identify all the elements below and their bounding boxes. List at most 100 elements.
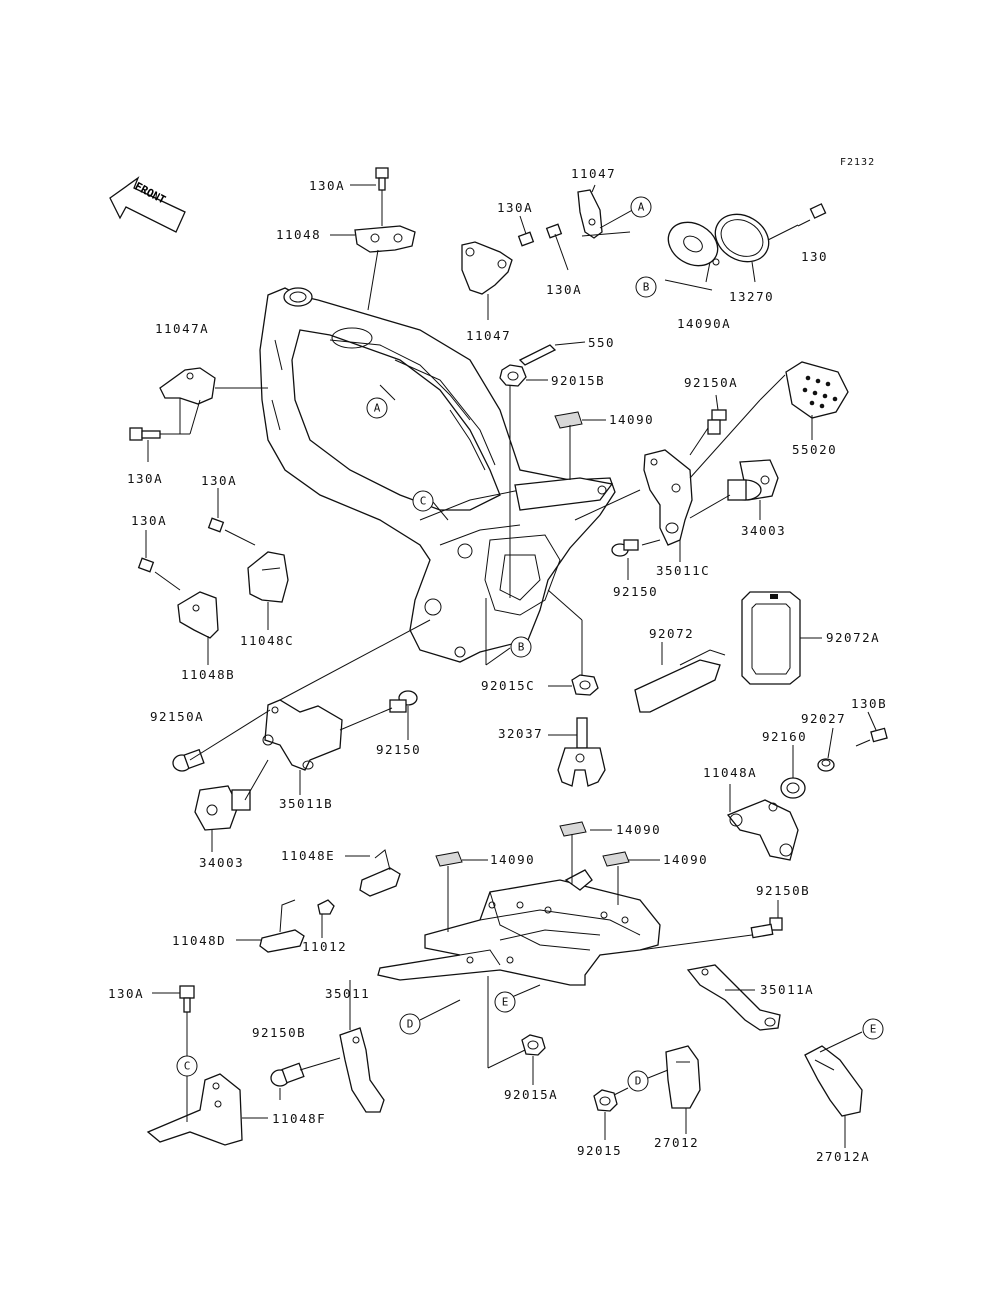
nut-92015c bbox=[571, 674, 599, 696]
damper-92160 bbox=[780, 777, 806, 799]
part-label: 13270 bbox=[729, 289, 774, 304]
bolt-130a-pair bbox=[517, 223, 563, 247]
ref-e-subframe-label: E bbox=[502, 996, 509, 1009]
cotter-pin-550 bbox=[518, 344, 557, 366]
clip-11048e bbox=[359, 849, 401, 897]
collar-92027 bbox=[817, 758, 835, 772]
ref-a-top-label: A bbox=[638, 201, 645, 214]
ref-circle-e-guard: E bbox=[862, 1018, 884, 1040]
part-label: 550 bbox=[588, 335, 615, 350]
part-label: 92027 bbox=[801, 711, 846, 726]
ref-c-bracket-label: C bbox=[184, 1060, 191, 1073]
bracket-11047-lower bbox=[461, 241, 513, 295]
cover-14090a bbox=[667, 221, 720, 267]
part-label: 11048B bbox=[181, 667, 235, 682]
part-label: 11047 bbox=[571, 166, 616, 181]
part-label: 92160 bbox=[762, 729, 807, 744]
ref-d-guard-label: D bbox=[635, 1075, 642, 1088]
ref-circle-c-frame: C bbox=[412, 490, 434, 512]
ref-circle-b-frame: B bbox=[510, 636, 532, 658]
bracket-11048a bbox=[726, 799, 799, 861]
part-label: 130A bbox=[127, 471, 163, 486]
part-label: 11047 bbox=[466, 328, 511, 343]
part-label: 14090 bbox=[609, 412, 654, 427]
bolt-130a-left-2 bbox=[207, 517, 225, 533]
part-label: 92015A bbox=[504, 1087, 558, 1102]
part-label: 14090A bbox=[677, 316, 731, 331]
part-label: 130 bbox=[801, 249, 828, 264]
strap-92072 bbox=[634, 649, 726, 713]
guard-27012 bbox=[665, 1045, 701, 1109]
ref-b-top-label: B bbox=[643, 281, 650, 294]
footrest-bracket-35011 bbox=[339, 1027, 385, 1113]
part-label: 92150 bbox=[376, 742, 421, 757]
part-label: 11048A bbox=[703, 765, 757, 780]
front-arrow-icon: FRONT bbox=[109, 176, 186, 233]
part-label: 11047A bbox=[155, 321, 209, 336]
footrest-bracket-35011a bbox=[686, 964, 781, 1031]
part-label: 55020 bbox=[792, 442, 837, 457]
nut-92015b bbox=[499, 364, 527, 387]
bracket-11048c bbox=[247, 551, 289, 603]
part-label: 92150A bbox=[150, 709, 204, 724]
part-label: 92072A bbox=[826, 630, 880, 645]
bolt-92150b-right bbox=[750, 917, 783, 939]
footrest-bracket-35011c bbox=[643, 449, 693, 546]
band-92072a bbox=[741, 591, 801, 685]
part-label: 14090 bbox=[616, 822, 661, 837]
damper-32037 bbox=[557, 717, 606, 787]
part-label: 32037 bbox=[498, 726, 543, 741]
ref-circle-b-top: B bbox=[635, 276, 657, 298]
part-label: 11048 bbox=[276, 227, 321, 242]
part-label: 35011B bbox=[279, 796, 333, 811]
nut-92015a bbox=[521, 1034, 546, 1056]
part-label: 34003 bbox=[741, 523, 786, 538]
part-label: 92150 bbox=[613, 584, 658, 599]
ref-b-frame-label: B bbox=[518, 641, 525, 654]
ref-circle-d-guard: D bbox=[627, 1070, 649, 1092]
part-label: 35011A bbox=[760, 982, 814, 997]
part-label: 92015B bbox=[551, 373, 605, 388]
leader-lines bbox=[145, 184, 877, 1148]
part-label: 11048C bbox=[240, 633, 294, 648]
bolt-92150a-left bbox=[172, 748, 205, 772]
part-label: 27012 bbox=[654, 1135, 699, 1150]
bracket-11047-top bbox=[577, 189, 603, 239]
part-label: 11048D bbox=[172, 933, 226, 948]
part-label: 35011 bbox=[325, 986, 370, 1001]
part-label: 92150A bbox=[684, 375, 738, 390]
bracket-11047a bbox=[159, 367, 216, 405]
part-label: 130B bbox=[851, 696, 887, 711]
bolt-130 bbox=[797, 203, 827, 227]
part-labels: 130A 11048 11047 130A 130A 11047 130 132… bbox=[108, 166, 887, 1164]
part-label: 92015 bbox=[577, 1143, 622, 1158]
part-label: 11048E bbox=[281, 848, 335, 863]
part-label: 11012 bbox=[302, 939, 347, 954]
guard-27012a bbox=[804, 1045, 863, 1117]
nut-92015 bbox=[593, 1089, 618, 1112]
ref-d-subframe-label: D bbox=[407, 1018, 414, 1031]
part-label: 130A bbox=[201, 473, 237, 488]
ref-circle-c-bracket: C bbox=[176, 1055, 198, 1077]
pad-14090-c bbox=[602, 851, 630, 867]
bolt-130a-top bbox=[375, 167, 389, 191]
footrest-bracket-35011b bbox=[262, 699, 343, 771]
ref-circle-d-subframe: D bbox=[399, 1013, 421, 1035]
ref-circle-e-subframe: E bbox=[494, 991, 516, 1013]
figure-id: F2132 bbox=[840, 157, 875, 168]
ref-a-frame-label: A bbox=[374, 402, 381, 415]
bolt-92150-middle bbox=[389, 690, 418, 713]
ref-circle-a-frame: A bbox=[366, 397, 388, 419]
pad-14090 bbox=[554, 411, 583, 429]
part-label: 130A bbox=[309, 178, 345, 193]
part-label: 14090 bbox=[490, 852, 535, 867]
ref-e-guard-label: E bbox=[870, 1023, 877, 1036]
bolt-130a-left-3 bbox=[137, 557, 155, 573]
pad-14090-b bbox=[559, 821, 587, 837]
part-label: 92072 bbox=[649, 626, 694, 641]
main-frame bbox=[259, 287, 616, 663]
part-label: 34003 bbox=[199, 855, 244, 870]
bolt-130a-lower bbox=[179, 985, 195, 1013]
rear-subframe bbox=[377, 869, 661, 986]
